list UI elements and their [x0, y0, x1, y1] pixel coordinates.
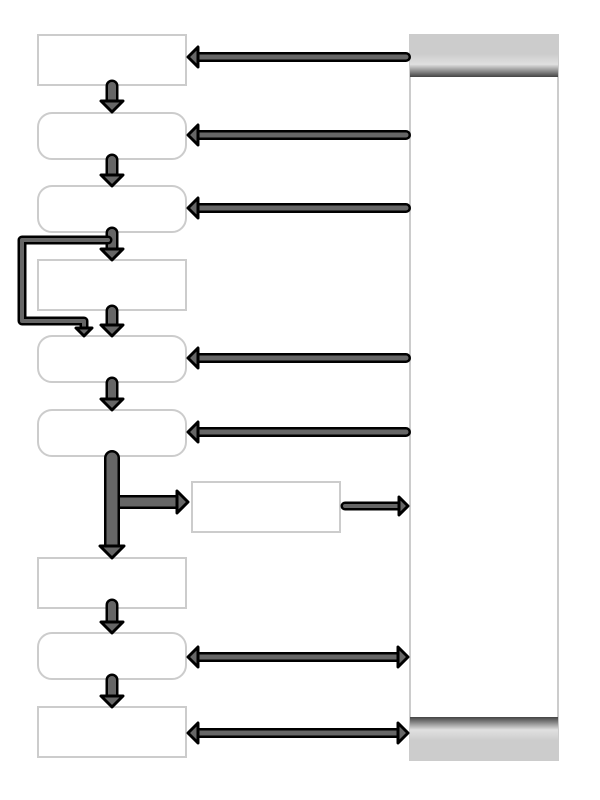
flow-arrow — [99, 304, 125, 338]
flow-node — [191, 481, 341, 533]
input-arrow — [186, 420, 411, 444]
side-panel-footer-band — [410, 717, 558, 760]
flow-node — [37, 34, 187, 86]
flow-node — [37, 706, 187, 758]
input-arrow — [186, 123, 411, 147]
bidirectional-arrow — [186, 721, 410, 745]
side-panel-header-band — [410, 35, 558, 77]
loop-arrow — [17, 235, 113, 338]
input-arrow — [186, 45, 411, 69]
flow-arrow — [99, 226, 125, 262]
flow-node — [37, 632, 187, 680]
flow-arrows — [17, 45, 411, 745]
flow-arrow — [99, 376, 125, 412]
flow-node — [37, 409, 187, 457]
flow-node — [37, 185, 187, 233]
input-arrow — [186, 196, 411, 220]
side-panel — [409, 34, 559, 761]
main-flow-arrow — [98, 450, 126, 560]
flow-nodes — [37, 34, 341, 758]
output-arrow — [340, 495, 410, 517]
flow-arrow — [99, 598, 125, 635]
flow-arrow — [99, 153, 125, 188]
branch-arrow — [105, 489, 190, 515]
input-arrow — [186, 346, 411, 370]
flow-node — [37, 112, 187, 160]
flow-arrow — [99, 79, 125, 114]
bidirectional-arrow — [186, 645, 410, 669]
flow-node — [37, 335, 187, 383]
flow-arrow — [99, 673, 125, 709]
flow-node — [37, 259, 187, 311]
